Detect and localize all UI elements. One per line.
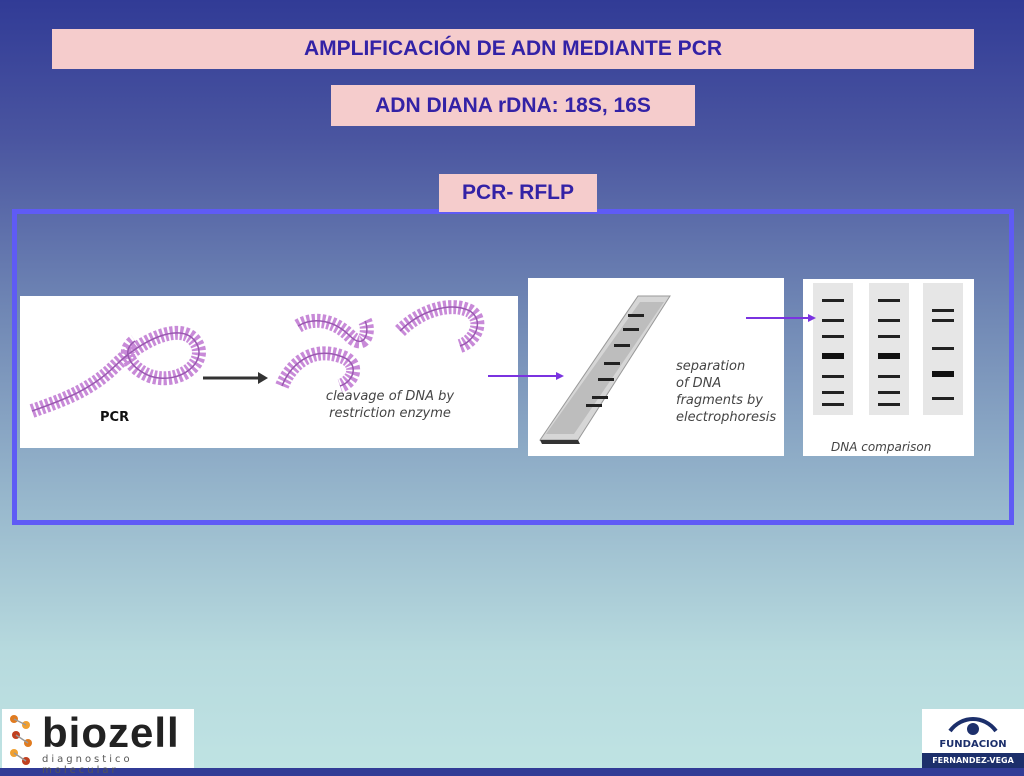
fundacion-logo: FUNDACION FERNANDEZ-VEGA bbox=[922, 709, 1024, 768]
electrophoresis-panel: separation of DNA fragments by electroph… bbox=[528, 278, 784, 456]
intact-dna-strand bbox=[29, 325, 206, 418]
comparison-caption: DNA comparison bbox=[831, 440, 932, 454]
dna-comparison-panel: DNA comparison bbox=[803, 279, 974, 456]
dna-helix-illustration bbox=[29, 300, 485, 418]
gel-band bbox=[628, 314, 644, 317]
gel-lane bbox=[869, 283, 909, 415]
electrophoresis-caption-line2: of DNA bbox=[676, 376, 722, 391]
electrophoresis-caption-line1: separation bbox=[676, 359, 746, 374]
method-label: PCR- RFLP bbox=[439, 174, 597, 212]
dna-fragment-c bbox=[395, 300, 485, 353]
gel-band bbox=[598, 378, 614, 381]
biozell-wordmark: biozell bbox=[42, 709, 180, 756]
cleavage-caption: cleavage of DNA by restriction enzyme bbox=[310, 388, 470, 422]
pcr-cleavage-panel: cleavage of DNA by restriction enzyme bbox=[20, 296, 518, 448]
dna-logo-icon bbox=[10, 715, 32, 765]
gel-lanes-illustration bbox=[813, 283, 963, 415]
gel-band bbox=[592, 396, 608, 399]
gel-band bbox=[623, 328, 639, 331]
biozell-logo: biozell diagnostico molecular bbox=[2, 709, 194, 776]
fernandez-vega-text: FERNANDEZ-VEGA bbox=[922, 753, 1024, 768]
gel-lane bbox=[813, 283, 853, 415]
eye-logo-icon bbox=[948, 717, 998, 735]
biozell-tagline: diagnostico molecular bbox=[42, 754, 133, 776]
gel-slab-illustration bbox=[539, 295, 671, 444]
slide-subtitle: ADN DIANA rDNA: 18S, 16S bbox=[331, 85, 695, 126]
gel-band bbox=[614, 344, 630, 347]
arrow-right-icon bbox=[258, 372, 268, 384]
electrophoresis-caption: separation of DNA fragments by electroph… bbox=[676, 358, 786, 426]
electrophoresis-caption-line4: electrophoresis bbox=[676, 410, 777, 425]
cleavage-caption-line1: cleavage of DNA by bbox=[325, 389, 455, 404]
gel-band bbox=[586, 404, 602, 407]
pcr-label: PCR bbox=[100, 410, 130, 425]
dna-fragment-a bbox=[275, 346, 361, 393]
cleavage-caption-line2: restriction enzyme bbox=[329, 406, 451, 421]
slide-title: AMPLIFICACIÓN DE ADN MEDIANTE PCR bbox=[52, 29, 974, 69]
electrophoresis-caption-line3: fragments by bbox=[676, 393, 763, 408]
fundacion-text: FUNDACION bbox=[939, 739, 1007, 750]
gel-band bbox=[604, 362, 620, 365]
